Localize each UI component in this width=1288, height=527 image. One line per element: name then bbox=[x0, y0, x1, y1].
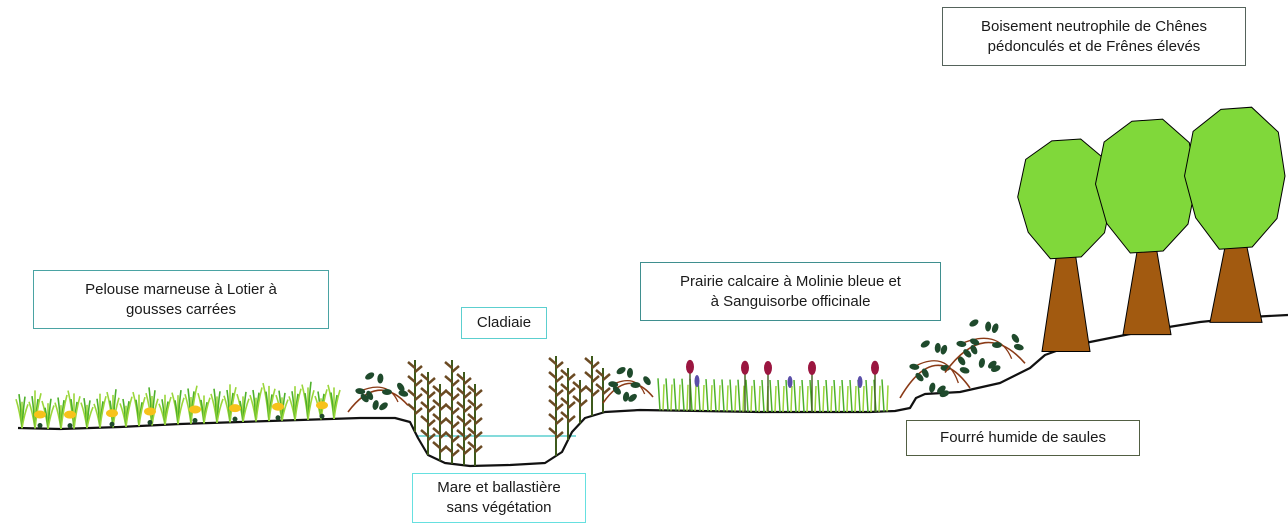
grass-tuft bbox=[55, 395, 67, 429]
label-fourre-humide: Fourré humide de saules bbox=[906, 420, 1140, 456]
prairie-grass bbox=[842, 380, 848, 412]
grass-tuft bbox=[172, 390, 184, 424]
molinia-spike bbox=[695, 375, 700, 387]
label-prairie-calcaire: Prairie calcaire à Molinie bleue et à Sa… bbox=[640, 262, 941, 321]
label-pelouse-line-2: gousses carrées bbox=[126, 300, 236, 320]
lotus-flower bbox=[64, 411, 76, 419]
prairie-grass bbox=[754, 380, 760, 412]
molinia-spike bbox=[788, 376, 793, 388]
grass-tuft bbox=[146, 387, 158, 425]
lotus-flower bbox=[229, 404, 241, 412]
grass-tuft bbox=[81, 398, 93, 428]
oak-ash-tree bbox=[1096, 119, 1197, 335]
label-fourre-line-1: Fourré humide de saules bbox=[940, 428, 1106, 448]
label-prairie-line-1: Prairie calcaire à Molinie bleue et bbox=[680, 272, 901, 292]
lotus-leaf bbox=[233, 417, 238, 422]
prairie-grass bbox=[778, 380, 784, 412]
sanguisorba-flower bbox=[686, 360, 694, 374]
prairie-grass bbox=[738, 380, 744, 412]
lotus-leaf bbox=[193, 418, 198, 423]
sanguisorba-flower bbox=[741, 361, 749, 375]
tree-layer bbox=[1018, 107, 1285, 351]
prairie-grass bbox=[674, 379, 680, 411]
prairie-grass bbox=[746, 380, 752, 412]
lotus-leaf bbox=[38, 423, 43, 428]
oak-ash-tree bbox=[1185, 107, 1286, 322]
prairie-grass bbox=[826, 380, 832, 412]
grass-tuft bbox=[16, 394, 28, 428]
prairie-grass bbox=[730, 380, 736, 412]
lotus-flower bbox=[316, 401, 328, 409]
grass-tuft bbox=[94, 394, 106, 428]
grass-tuft bbox=[29, 390, 41, 428]
label-pelouse-line-1: Pelouse marneuse à Lotier à bbox=[85, 280, 277, 300]
willow-shrub bbox=[900, 339, 970, 399]
prairie-grass bbox=[706, 379, 712, 411]
grass-tuft bbox=[263, 383, 275, 421]
lotus-flower bbox=[144, 408, 156, 416]
lotus-leaf bbox=[276, 415, 281, 420]
willow-shrub bbox=[348, 371, 409, 412]
grass-tuft bbox=[328, 385, 340, 419]
label-cladiaie-line-1: Cladiaie bbox=[477, 313, 531, 333]
label-pelouse-marneuse: Pelouse marneuse à Lotier à gousses carr… bbox=[33, 270, 329, 329]
lotus-leaf bbox=[148, 420, 153, 425]
grass-tuft bbox=[107, 389, 119, 427]
prairie-grass bbox=[834, 380, 840, 412]
prairie-grass bbox=[762, 380, 768, 412]
lotus-leaf bbox=[320, 414, 325, 419]
sanguisorba-flower bbox=[764, 361, 772, 375]
willow-shrub bbox=[603, 365, 653, 403]
prairie-grass bbox=[882, 379, 888, 411]
label-cladiaie: Cladiaie bbox=[461, 307, 547, 339]
grass-tuft bbox=[120, 397, 132, 427]
reed-stem bbox=[561, 368, 575, 440]
lotus-leaf bbox=[110, 422, 115, 427]
lotus-flower bbox=[106, 409, 118, 417]
grass-tuft bbox=[224, 384, 236, 422]
sanguisorba-flower bbox=[808, 361, 816, 375]
prairie-grass bbox=[770, 380, 776, 412]
grass-tuft bbox=[159, 395, 171, 425]
molinia-spike bbox=[858, 376, 863, 388]
prairie-grass bbox=[682, 379, 688, 411]
grass-tuft bbox=[302, 382, 314, 420]
reed-stem bbox=[468, 384, 482, 466]
prairie-grass bbox=[794, 380, 800, 412]
label-prairie-line-2: à Sanguisorbe officinale bbox=[711, 292, 871, 312]
vegetation-layer bbox=[16, 318, 1025, 466]
lotus-flower bbox=[272, 403, 284, 411]
prairie-grass bbox=[866, 380, 872, 412]
reed-stem bbox=[433, 384, 447, 461]
lotus-leaf bbox=[68, 423, 73, 428]
prairie-grass bbox=[810, 380, 816, 412]
prairie-grass bbox=[658, 378, 664, 410]
lotus-flower bbox=[34, 411, 46, 419]
label-mare-line-2: sans végétation bbox=[446, 498, 551, 518]
prairie-grass bbox=[850, 380, 856, 412]
prairie-grass bbox=[802, 380, 808, 412]
label-mare-ballastiere: Mare et ballastière sans végétation bbox=[412, 473, 586, 523]
reed-stem bbox=[445, 360, 459, 464]
sanguisorba-flower bbox=[871, 361, 879, 375]
grass-tuft bbox=[250, 387, 262, 421]
grass-tuft bbox=[133, 392, 145, 426]
prairie-grass bbox=[714, 379, 720, 411]
label-boisement-line-2: pédonculés et de Frênes élevés bbox=[988, 37, 1201, 57]
lotus-flower bbox=[189, 406, 201, 414]
grass-tuft bbox=[211, 389, 223, 423]
prairie-grass bbox=[722, 379, 728, 411]
grass-tuft bbox=[68, 391, 80, 429]
label-boisement-neutrophile: Boisement neutrophile de Chênes pédoncul… bbox=[942, 7, 1246, 66]
label-boisement-line-1: Boisement neutrophile de Chênes bbox=[981, 17, 1207, 37]
prairie-grass bbox=[666, 378, 672, 410]
prairie-grass bbox=[818, 380, 824, 412]
grass-tuft bbox=[289, 386, 301, 420]
grass-tuft bbox=[185, 386, 197, 424]
willow-shrub bbox=[945, 318, 1025, 373]
label-mare-line-1: Mare et ballastière bbox=[437, 478, 560, 498]
